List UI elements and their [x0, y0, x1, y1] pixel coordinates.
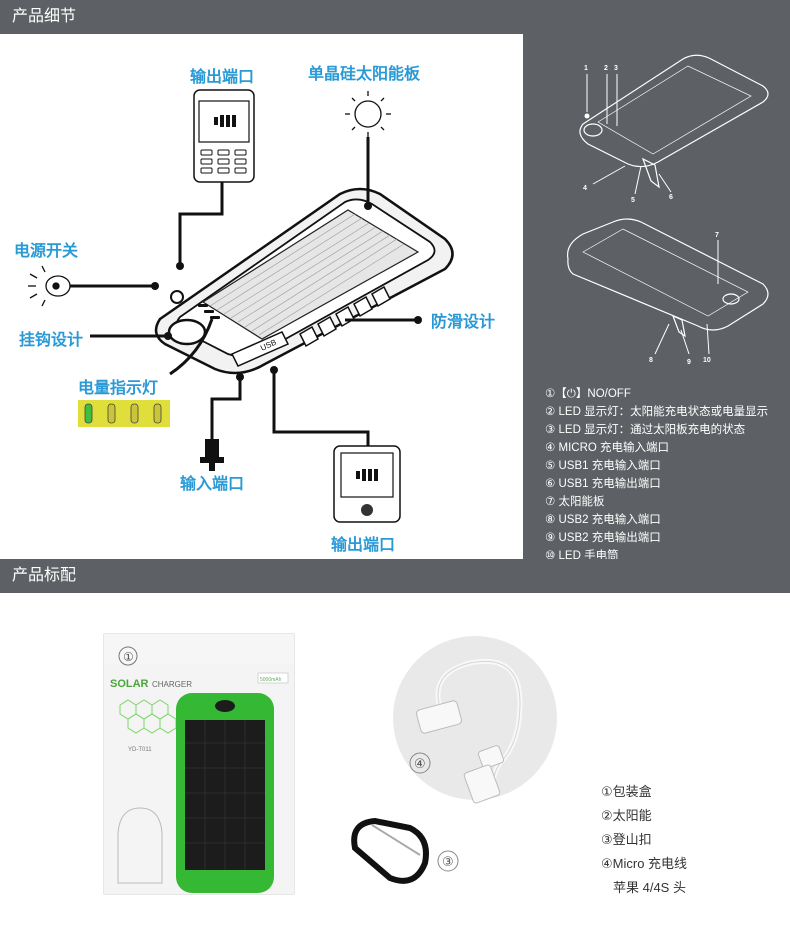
package-item: ④Micro 充电线	[601, 856, 688, 871]
num-10: 10	[703, 357, 711, 364]
box-brand-solar: SOLAR	[110, 678, 149, 690]
num-7: 7	[715, 232, 719, 239]
callout-power-switch: 电源开关	[14, 243, 79, 260]
feature-legend: ①【⏻】NO/OFF ② LED 显示灯：太阳能充电状态或电量显示 ③ LED …	[545, 385, 768, 565]
battery-indicator-strip	[78, 400, 170, 427]
legend-item: ①【⏻】NO/OFF	[545, 388, 631, 400]
plug-icon	[200, 439, 224, 471]
legend-item: ⑨ USB2 充电输出端口	[545, 532, 661, 544]
callout-hook: 挂钩设计	[19, 332, 84, 349]
box-capacity: 5000mAh	[260, 677, 282, 683]
phone-top-icon	[193, 89, 255, 183]
callout-anti-slip: 防滑设计	[431, 314, 496, 331]
callout-output-port-top: 输出端口	[190, 69, 255, 86]
section-title-details: 产品细节	[12, 8, 77, 25]
callout-battery-indicator: 电量指示灯	[78, 380, 159, 397]
num-8: 8	[649, 357, 653, 364]
box-marker: ①	[123, 650, 134, 664]
accessories-illustration: ① SOLAR CHARGER 5000mAh YD-T011	[103, 633, 557, 895]
box-brand-charger: CHARGER	[152, 680, 192, 689]
legend-item: ③ LED 显示灯：通过太阳板充电的状态	[545, 424, 746, 436]
spec-panel: 1 2 3 4 5 6 7	[523, 34, 790, 559]
power-bank-illustration: USB	[154, 187, 454, 375]
diagram-panel: USB	[0, 34, 523, 559]
flashlight-icon	[28, 265, 71, 307]
num-3: 3	[614, 65, 618, 72]
callout-output-port-bottom: 输出端口	[331, 537, 396, 554]
box-model: YD-T011	[128, 747, 152, 753]
legend-item: ② LED 显示灯：太阳能充电状态或电量显示	[545, 406, 769, 418]
section-bar-details: 产品细节	[0, 0, 790, 34]
callout-solar-panel: 单晶硅太阳能板	[308, 66, 421, 83]
num-2: 2	[604, 65, 608, 72]
cable-marker: ④	[414, 756, 426, 771]
details-area: USB	[0, 34, 790, 562]
section-title-accessories: 产品标配	[12, 567, 77, 584]
package-item: ②太阳能	[601, 808, 652, 823]
micro-cable: ④	[393, 636, 557, 804]
accessories-area: ① SOLAR CHARGER 5000mAh YD-T011	[0, 593, 790, 928]
package-box: ① SOLAR CHARGER 5000mAh YD-T011	[103, 633, 295, 895]
device-line-drawing-bottom	[566, 218, 769, 338]
legend-item: ⑧ USB2 充电输入端口	[545, 514, 661, 526]
sun-icon	[345, 91, 391, 137]
callout-input-port: 输入端口	[180, 476, 245, 493]
num-5: 5	[631, 197, 635, 204]
section-bar-accessories: 产品标配	[0, 559, 790, 593]
package-contents-list: ①包装盒 ②太阳能 ③登山扣 ④Micro 充电线 苹果 4/4S 头	[601, 780, 687, 900]
phone-bottom-icon	[333, 445, 401, 523]
carabiner-icon: ③	[351, 817, 459, 884]
carabiner-marker: ③	[442, 854, 454, 869]
device-line-drawing-top	[579, 54, 769, 189]
num-4: 4	[583, 185, 587, 192]
package-item: ③登山扣	[601, 832, 652, 847]
device-diagram: USB	[28, 89, 454, 523]
legend-item: ④ MICRO 充电输入端口	[545, 442, 670, 454]
legend-item: ⑤ USB1 充电输入端口	[545, 460, 661, 472]
package-item: 苹果 4/4S 头	[613, 880, 686, 895]
num-6: 6	[669, 194, 673, 201]
line-drawings: 1 2 3 4 5 6 7	[566, 54, 769, 366]
num-1: 1	[584, 65, 588, 72]
legend-item: ⑦ 太阳能板	[545, 496, 605, 508]
num-9: 9	[687, 359, 691, 364]
package-item: ①包装盒	[601, 784, 652, 799]
legend-item: ⑥ USB1 充电输出端口	[545, 478, 661, 490]
